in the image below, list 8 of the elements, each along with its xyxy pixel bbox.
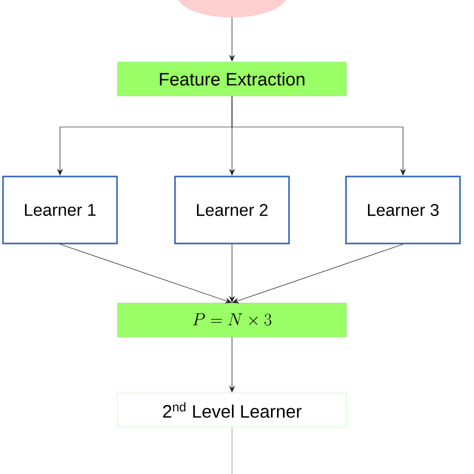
learner-box: Learner 3	[345, 176, 461, 244]
learner-box: Learner 1	[2, 176, 118, 244]
process-box: Feature Extraction	[117, 62, 347, 96]
formula-box: $P = N \times 3$	[117, 302, 347, 338]
arrow	[60, 244, 232, 304]
learner-box: Learner 2	[174, 176, 290, 244]
arrow	[232, 244, 404, 304]
process-box: 2$^{nd}$ Level Learner	[117, 392, 347, 428]
